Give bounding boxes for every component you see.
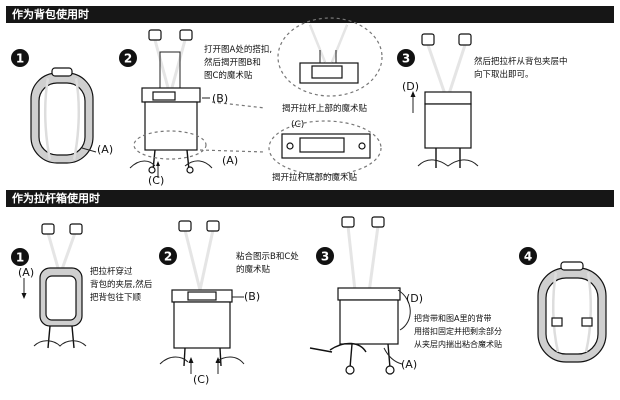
- step3-instruction: 把背带和图A里的背带 用搭扣固定并把剩余部分 从夹层内揣出粘合魔术贴: [414, 314, 502, 349]
- section-title-backpack: 作为背包使用时: [6, 6, 614, 23]
- callout-top-text: 揭开拉杆上部的魔术贴: [282, 104, 368, 114]
- step2-instruction: 打开图A处的搭扣, 然后揭开图B和 图C的魔术贴: [204, 45, 273, 81]
- label-a: (A): [18, 266, 35, 279]
- label-c: (C): [193, 373, 210, 386]
- step-badge: 2: [119, 49, 137, 67]
- top-step1-backpack: [30, 67, 97, 164]
- step-number: 1: [16, 251, 24, 265]
- step-number: 4: [524, 250, 532, 264]
- step-number: 3: [321, 250, 329, 264]
- step-badge: 1: [11, 248, 29, 266]
- step-badge: 3: [316, 247, 334, 265]
- callout-top-velcro: [277, 17, 383, 97]
- label-c: (C): [291, 120, 305, 130]
- label-d: (D): [406, 292, 424, 305]
- callout-bottom-velcro: [268, 120, 382, 176]
- label-a: (A): [97, 143, 114, 156]
- bottom-step1-trolley: [21, 223, 87, 349]
- label-b: (B): [244, 290, 261, 303]
- step3-instruction: 然后把拉杆从背包夹层中 向下取出即可。: [474, 57, 568, 80]
- top-step2-trolley: [129, 29, 266, 178]
- step-number: 1: [16, 52, 24, 66]
- top-step3-trolley: [410, 33, 479, 168]
- label-a: (A): [222, 154, 239, 167]
- step-badge: 3: [397, 49, 415, 67]
- step-number: 2: [124, 52, 132, 66]
- label-b: (B): [212, 92, 229, 105]
- step-badge: 4: [519, 247, 537, 265]
- step-number: 2: [164, 250, 172, 264]
- step-badge: 2: [159, 247, 177, 265]
- step-number: 3: [402, 52, 410, 66]
- bottom-step4-backpack: [537, 261, 607, 363]
- label-d: (D): [402, 80, 420, 93]
- step-badge: 1: [11, 49, 29, 67]
- callout-bottom-text: 揭开拉杆底部的魔术贴: [272, 173, 358, 183]
- bottom-step2-trolley: [159, 220, 245, 374]
- label-a: (A): [401, 358, 418, 371]
- step1-instruction: 把拉杆穿过 背包的夹层,然后 把背包往下顺: [90, 267, 153, 303]
- label-c: (C): [148, 174, 165, 187]
- step2-instruction: 粘合图示B和C处 的魔术贴: [236, 252, 299, 275]
- bottom-step3-trolley: [309, 216, 411, 375]
- section-title-trolley: 作为拉杆箱使用时: [6, 190, 614, 207]
